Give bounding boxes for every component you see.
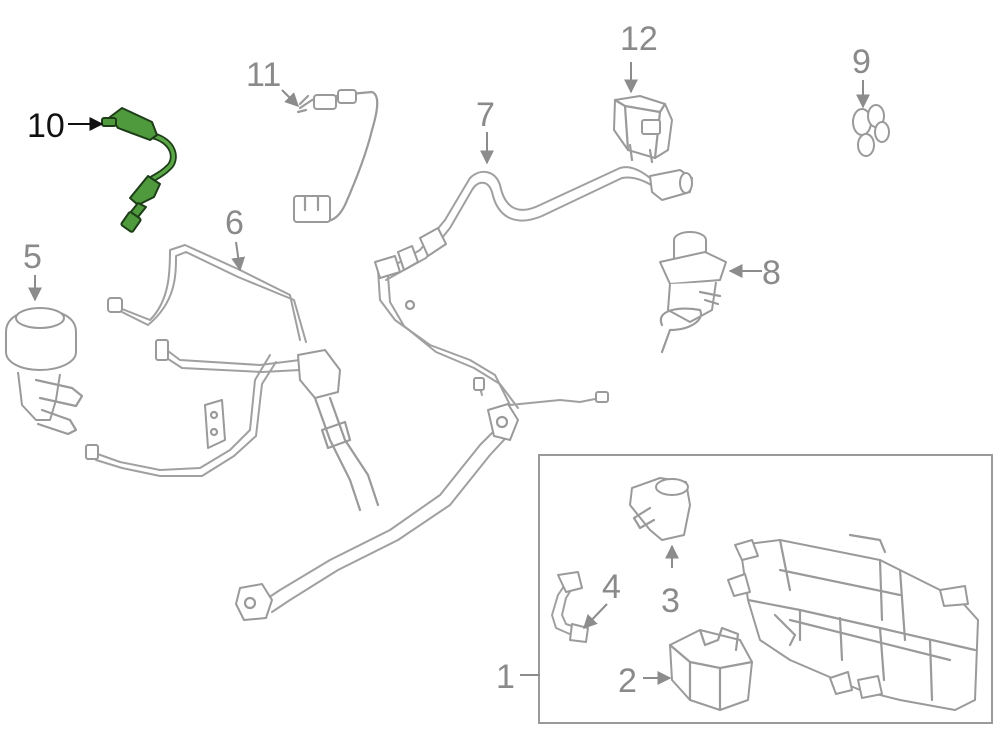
oxygen-sensor-part-10[interactable] bbox=[101, 107, 177, 233]
callout-12: 12 bbox=[620, 20, 658, 58]
callout-10: 10 bbox=[27, 107, 65, 145]
callout-2: 2 bbox=[618, 662, 637, 700]
evap-canister[interactable] bbox=[727, 533, 979, 711]
leader-lines bbox=[28, 62, 870, 685]
callout-8: 8 bbox=[762, 254, 781, 292]
callout-7: 7 bbox=[476, 96, 495, 134]
shield-part-2[interactable] bbox=[668, 626, 754, 712]
lower-vapor-tube[interactable] bbox=[235, 403, 519, 621]
solenoid-valve-part-12[interactable] bbox=[613, 95, 673, 164]
vapor-line-part-7[interactable] bbox=[374, 166, 693, 409]
callout-4: 4 bbox=[602, 568, 621, 606]
vacuum-regulator-part-5[interactable] bbox=[5, 307, 84, 436]
callout-9: 9 bbox=[852, 43, 871, 81]
o-rings-part-9[interactable] bbox=[852, 104, 890, 157]
oxygen-sensor-part-11[interactable] bbox=[293, 89, 379, 224]
callout-1: 1 bbox=[496, 658, 515, 696]
hose-assembly-part-6[interactable] bbox=[85, 244, 380, 512]
callout-11: 11 bbox=[246, 56, 281, 94]
egr-valve-part-8[interactable] bbox=[659, 231, 727, 354]
purge-valve-part-3[interactable] bbox=[629, 477, 691, 541]
hose-part-4[interactable] bbox=[551, 571, 589, 643]
canister-assembly-box bbox=[538, 454, 993, 724]
callout-6: 6 bbox=[225, 204, 244, 242]
callout-5: 5 bbox=[23, 238, 42, 276]
callout-3: 3 bbox=[661, 582, 680, 620]
